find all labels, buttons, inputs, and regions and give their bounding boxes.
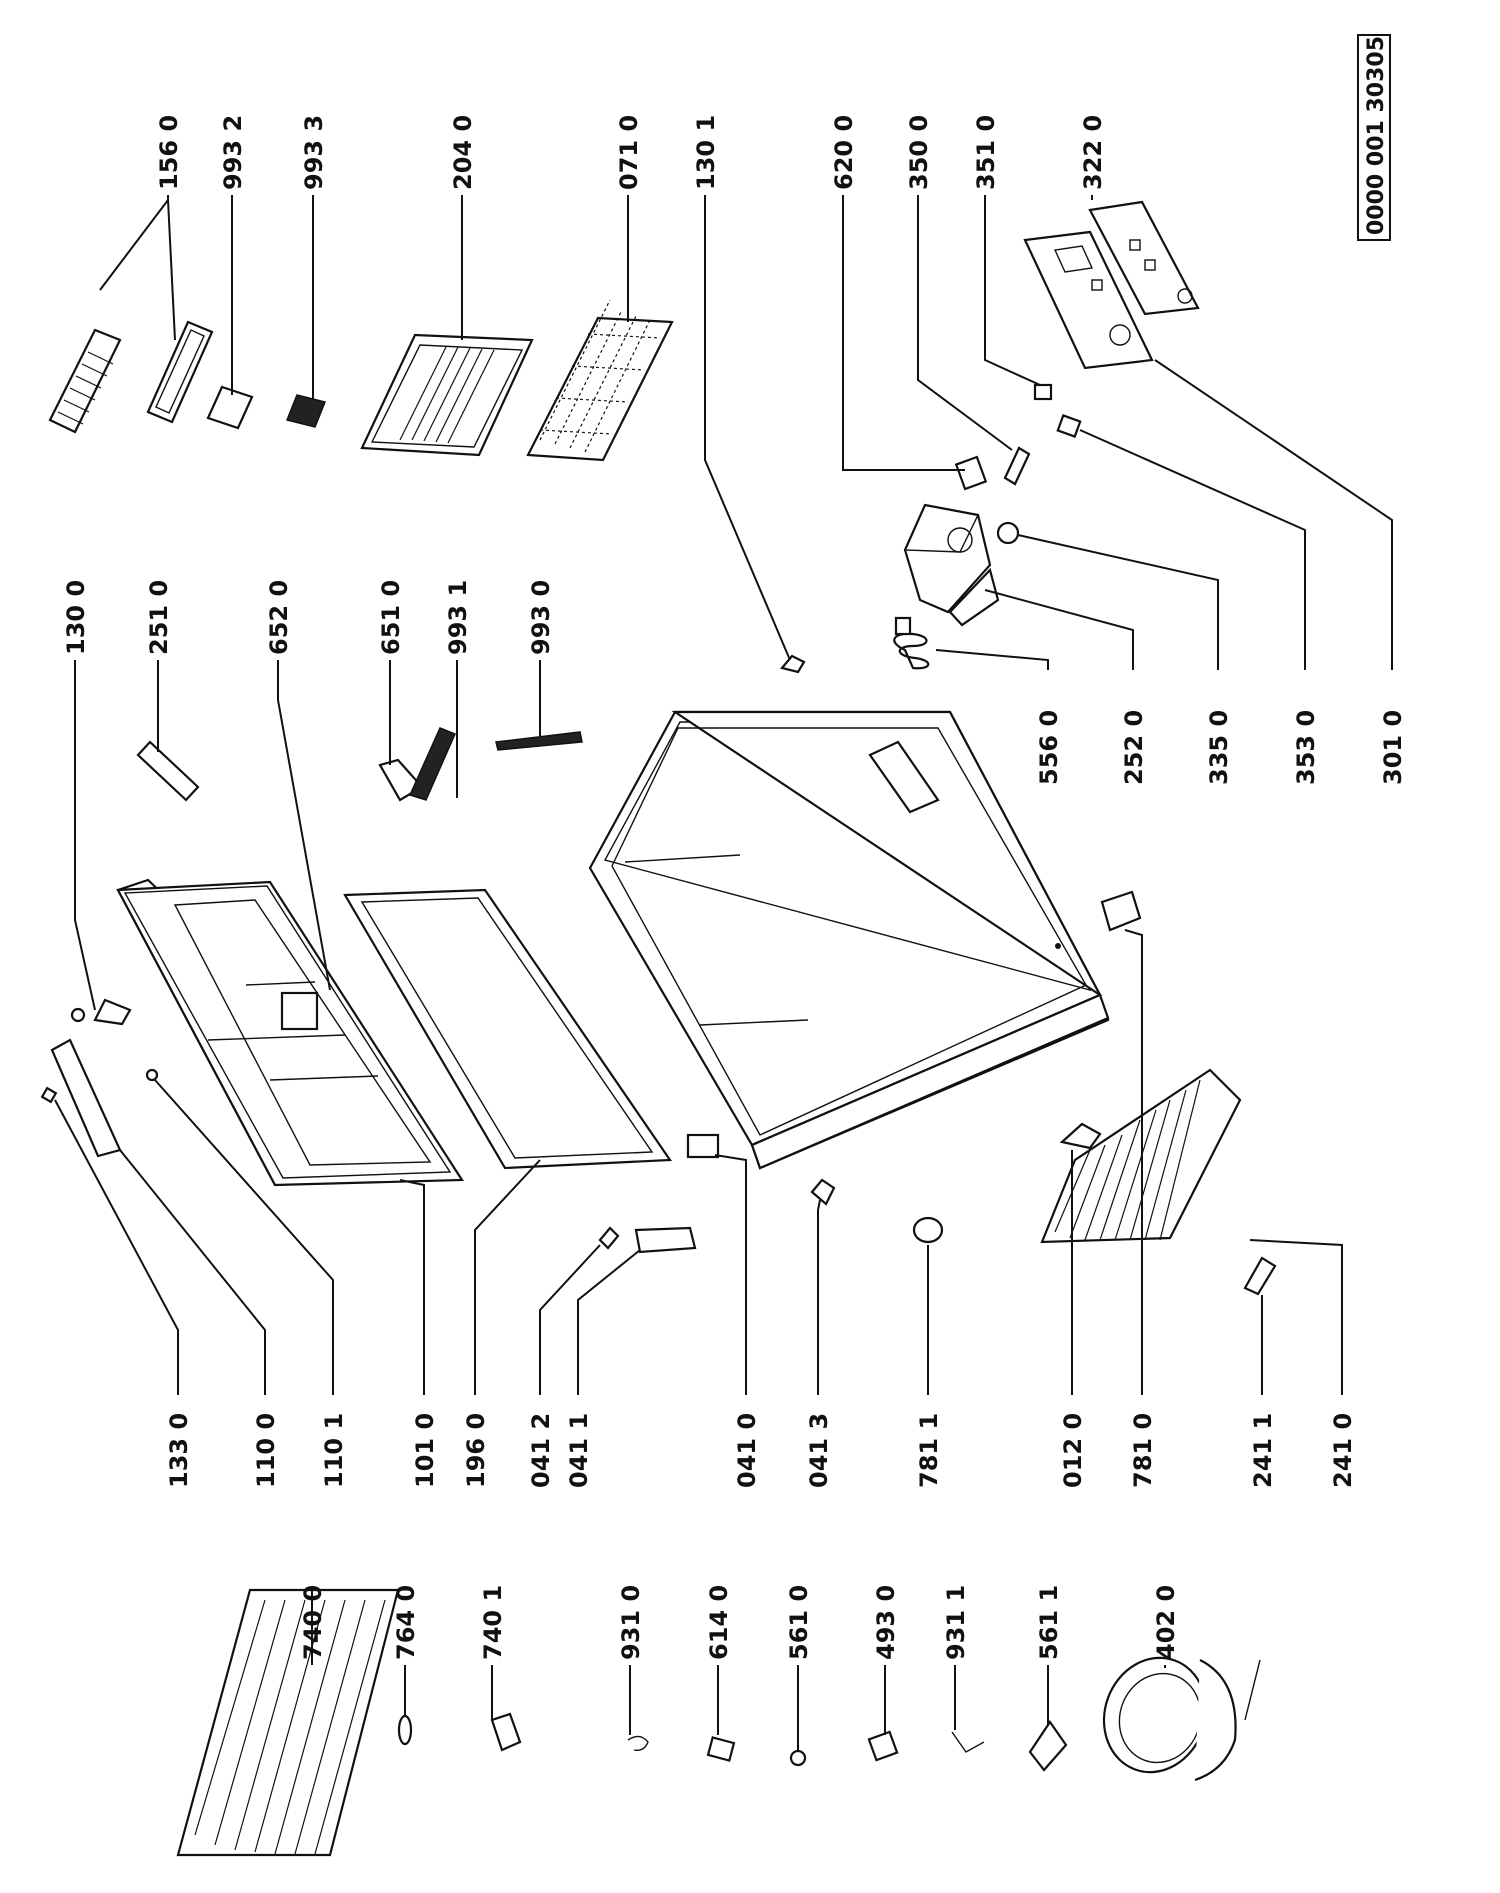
label-4930: 493 0 xyxy=(872,1585,900,1660)
basket-part xyxy=(1040,1068,1277,1296)
label-9930: 993 0 xyxy=(527,580,555,655)
label-0710: 071 0 xyxy=(615,115,643,190)
small-fittings-part xyxy=(397,1712,1068,1772)
label-5611: 561 1 xyxy=(1035,1585,1063,1660)
door-panel-part xyxy=(360,333,534,457)
gasket-part xyxy=(343,888,673,1170)
label-1560: 156 0 xyxy=(155,115,183,190)
label-3510: 351 0 xyxy=(972,115,1000,190)
label-2411: 241 1 xyxy=(1249,1413,1277,1488)
label-7640: 764 0 xyxy=(392,1585,420,1660)
label-0410: 041 0 xyxy=(733,1413,761,1488)
label-1960: 196 0 xyxy=(462,1413,490,1488)
foot-part xyxy=(912,890,1142,1244)
label-7811: 781 1 xyxy=(915,1413,943,1488)
lid-part xyxy=(116,878,464,1187)
compressor-part xyxy=(1102,1656,1261,1782)
label-0411: 041 1 xyxy=(565,1413,593,1488)
label-3530: 353 0 xyxy=(1292,710,1320,785)
label-7810: 781 0 xyxy=(1129,1413,1157,1488)
label-9931: 993 1 xyxy=(444,580,472,655)
label-3500: 350 0 xyxy=(905,115,933,190)
label-2520: 252 0 xyxy=(1120,710,1148,785)
label-3010: 301 0 xyxy=(1379,710,1407,785)
label-9933: 993 3 xyxy=(300,115,328,190)
control-panel-part xyxy=(1023,200,1200,370)
label-9932: 993 2 xyxy=(219,115,247,190)
label-9311: 931 1 xyxy=(942,1585,970,1660)
label-1330: 133 0 xyxy=(165,1413,193,1488)
relay-box-part xyxy=(893,503,1020,670)
label-5610: 561 0 xyxy=(785,1585,813,1660)
label-2040: 204 0 xyxy=(449,115,477,190)
label-7400: 740 0 xyxy=(299,1585,327,1660)
label-6200: 620 0 xyxy=(830,115,858,190)
pad-part xyxy=(206,385,327,430)
label-1301: 130 1 xyxy=(692,115,720,190)
grille-part xyxy=(526,299,674,462)
label-1100: 110 0 xyxy=(252,1413,280,1488)
condenser-part xyxy=(176,1588,400,1857)
label-0120: 012 0 xyxy=(1059,1413,1087,1488)
label-6520: 652 0 xyxy=(265,580,293,655)
label-0413: 041 3 xyxy=(805,1413,833,1488)
label-2410: 241 0 xyxy=(1329,1413,1357,1488)
label-3350: 335 0 xyxy=(1205,710,1233,785)
label-4020: 402 0 xyxy=(1152,1585,1180,1660)
thermostat-part xyxy=(954,383,1082,491)
label-2510: 251 0 xyxy=(145,580,173,655)
label-0412: 041 2 xyxy=(527,1413,555,1488)
label-1300: 130 0 xyxy=(62,580,90,655)
bracket-part xyxy=(598,1133,836,1254)
leader-lines xyxy=(54,195,1393,1750)
document-id-box: 0000 001 30305 xyxy=(1357,34,1391,241)
label-3220: 322 0 xyxy=(1079,115,1107,190)
part-labels: 156 0 993 2 993 3 204 0 071 0 130 1 620 … xyxy=(62,115,1407,1660)
label-6140: 614 0 xyxy=(705,1585,733,1660)
label-7401: 740 1 xyxy=(479,1585,507,1660)
door-handle-part xyxy=(136,727,583,802)
label-5560: 556 0 xyxy=(1035,710,1063,785)
label-6510: 651 0 xyxy=(377,580,405,655)
cabinet-part xyxy=(588,710,1110,1170)
hinge-part xyxy=(40,998,159,1158)
clip-part xyxy=(780,654,806,674)
label-1010: 101 0 xyxy=(411,1413,439,1488)
document-id: 0000 001 30305 xyxy=(1364,36,1389,235)
label-9310: 931 0 xyxy=(617,1585,645,1660)
ice-tray-part xyxy=(48,320,214,434)
label-1101: 110 1 xyxy=(320,1413,348,1488)
